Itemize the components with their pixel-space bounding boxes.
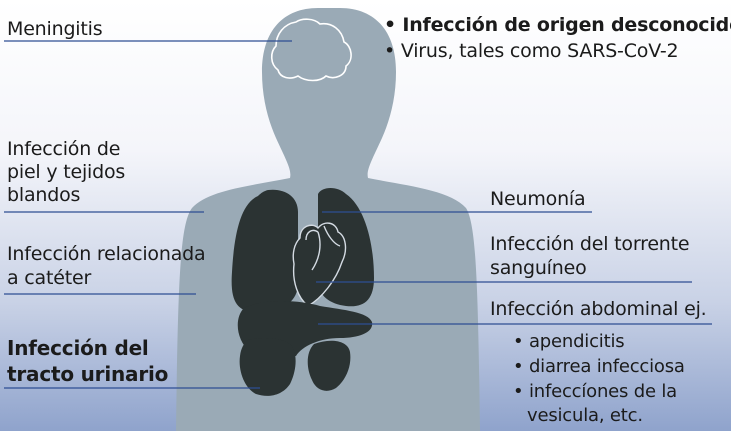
pneumonia-label: Neumonía (490, 188, 585, 211)
infectious-diarrhea-item: • diarrea infecciosa (513, 356, 685, 378)
gallbladder-infection-item-1: • infeccíones de la (513, 381, 677, 403)
catheter-infection-label-1: Infección relacionada (7, 243, 205, 266)
skin-infection-label-1: Infección de (7, 138, 120, 161)
catheter-infection-label-2: a catéter (7, 267, 91, 290)
gallbladder-infection-item-2: vesicula, etc. (527, 405, 643, 427)
unknown-origin-infection-label: • Infección de origen desconocido (384, 14, 731, 37)
skin-infection-label-3: blandos (7, 184, 80, 207)
bloodstream-infection-label-1: Infección del torrente (490, 233, 689, 256)
virus-label: • Virus, tales como SARS-CoV-2 (384, 40, 678, 63)
skin-infection-label-2: piel y tejidos (7, 161, 125, 184)
meningitis-label: Meningitis (7, 18, 102, 41)
bloodstream-infection-label-2: sanguíneo (490, 257, 587, 280)
intestine-left (240, 338, 296, 396)
urinary-infection-label-2: tracto urinario (7, 362, 168, 386)
urinary-infection-label-1: Infección del (7, 336, 149, 360)
abdominal-infection-label: Infección abdominal ej. (490, 298, 707, 321)
appendicitis-item: • apendicitis (513, 331, 624, 353)
